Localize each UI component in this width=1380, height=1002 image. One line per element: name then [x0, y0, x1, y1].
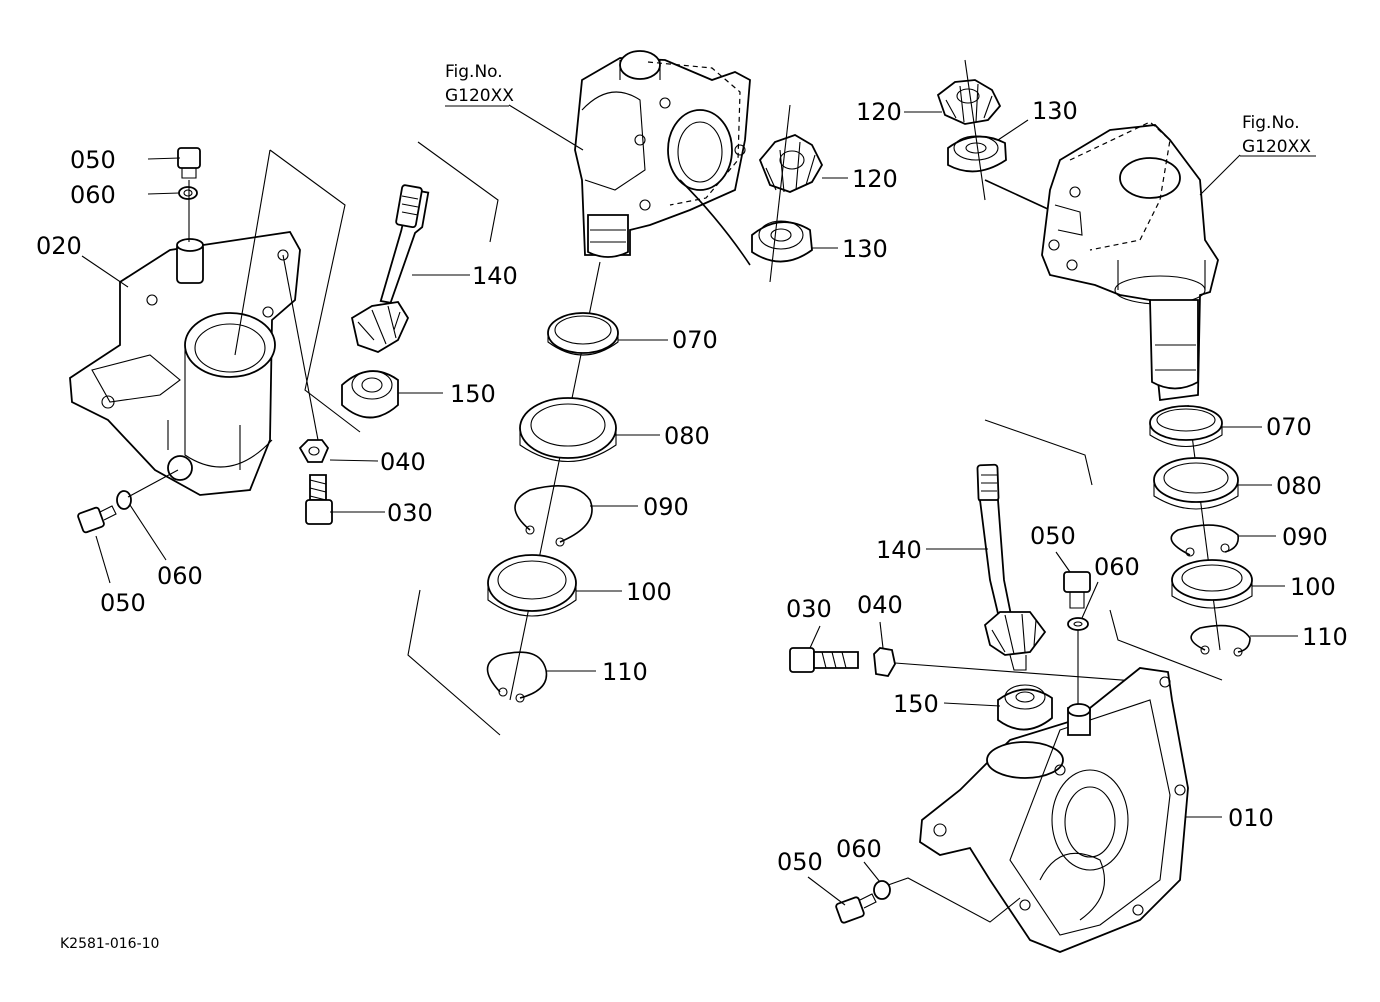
label-060-right-upper: 060 — [1094, 553, 1140, 581]
bolt-050-bottom-left — [77, 505, 117, 534]
snap-ring-090-center — [514, 484, 593, 547]
label-140-right: 140 — [876, 536, 922, 564]
gear-120-right — [936, 79, 1002, 125]
collar-070-right — [1149, 405, 1223, 447]
fig-ref-right[interactable]: Fig.No. G120XX — [1242, 113, 1311, 157]
label-090-center: 090 — [643, 493, 689, 521]
label-090-right: 090 — [1282, 523, 1328, 551]
label-010: 010 — [1228, 804, 1274, 832]
bolt-050-bottom-right — [835, 893, 877, 924]
washer-060-bottom-right — [873, 880, 891, 900]
bearing-100-center — [487, 554, 577, 617]
label-120-right: 120 — [856, 98, 902, 126]
fig-ref-left[interactable]: Fig.No. G120XX — [445, 62, 514, 106]
snap-ring-110-right — [1190, 624, 1251, 657]
label-140-left: 140 — [472, 262, 518, 290]
washer-060-bottom-left — [116, 490, 132, 510]
fig-ref-left-line2: G120XX — [445, 86, 514, 106]
label-020: 020 — [36, 232, 82, 260]
collar-070-center — [547, 312, 619, 356]
label-030-right: 030 — [786, 595, 832, 623]
label-050-right-upper: 050 — [1030, 522, 1076, 550]
leader-lines — [81, 111, 1298, 906]
bearing-080-center — [519, 397, 617, 462]
shaft-140-right — [976, 463, 1014, 624]
washer-060-top-left — [178, 186, 198, 200]
housing-center-fig-ref — [574, 50, 751, 258]
label-130-right: 130 — [1032, 97, 1078, 125]
gear-pinion-140-left — [350, 301, 410, 353]
label-070-center: 070 — [672, 326, 718, 354]
label-130-center: 130 — [842, 235, 888, 263]
bearing-130-right — [947, 135, 1007, 173]
fig-ref-right-line2: G120XX — [1242, 137, 1311, 157]
bearing-080-right — [1153, 457, 1239, 510]
label-120-center: 120 — [852, 165, 898, 193]
label-050-top-left: 050 — [70, 146, 116, 174]
washer-060-right-upper — [1067, 617, 1089, 631]
label-080-center: 080 — [664, 422, 710, 450]
bearing-130-center — [751, 220, 813, 263]
label-050-bottom-right: 050 — [777, 848, 823, 876]
nut-040-left — [298, 439, 330, 463]
label-030-left: 030 — [387, 499, 433, 527]
bolt-030-left — [305, 474, 333, 525]
snap-ring-090-right — [1170, 524, 1240, 557]
bolt-050-right-upper — [1063, 571, 1091, 609]
label-100-right: 100 — [1290, 573, 1336, 601]
fig-ref-left-line1: Fig.No. — [445, 62, 503, 82]
bearing-150-left — [341, 370, 399, 419]
label-040-left: 040 — [380, 448, 426, 476]
label-050-bottom-left: 050 — [100, 589, 146, 617]
label-100-center: 100 — [626, 578, 672, 606]
fig-ref-right-line1: Fig.No. — [1242, 113, 1300, 133]
label-070-right: 070 — [1266, 413, 1312, 441]
label-110-right: 110 — [1302, 623, 1348, 651]
snap-ring-110-center — [486, 651, 548, 703]
housing-right-fig-ref — [1041, 121, 1219, 402]
label-080-right: 080 — [1276, 472, 1322, 500]
gear-pinion-140-right — [983, 611, 1047, 671]
housing-020 — [69, 231, 301, 496]
bolt-030-right — [789, 647, 859, 673]
bearing-100-right — [1171, 559, 1253, 609]
bolt-050-top-left — [177, 147, 201, 179]
label-150-right: 150 — [893, 690, 939, 718]
label-060-top-left: 060 — [70, 181, 116, 209]
bearing-150-right — [997, 684, 1053, 731]
label-150-left: 150 — [450, 380, 496, 408]
label-110-center: 110 — [602, 658, 648, 686]
diagram-code: K2581-016-10 — [60, 936, 159, 952]
shaft-140-left — [379, 184, 430, 304]
nut-040-right — [873, 647, 896, 677]
label-040-right: 040 — [857, 591, 903, 619]
label-060-bottom-left: 060 — [157, 562, 203, 590]
label-060-bottom-right: 060 — [836, 835, 882, 863]
housing-010 — [919, 667, 1189, 953]
gear-120-center — [758, 134, 824, 193]
